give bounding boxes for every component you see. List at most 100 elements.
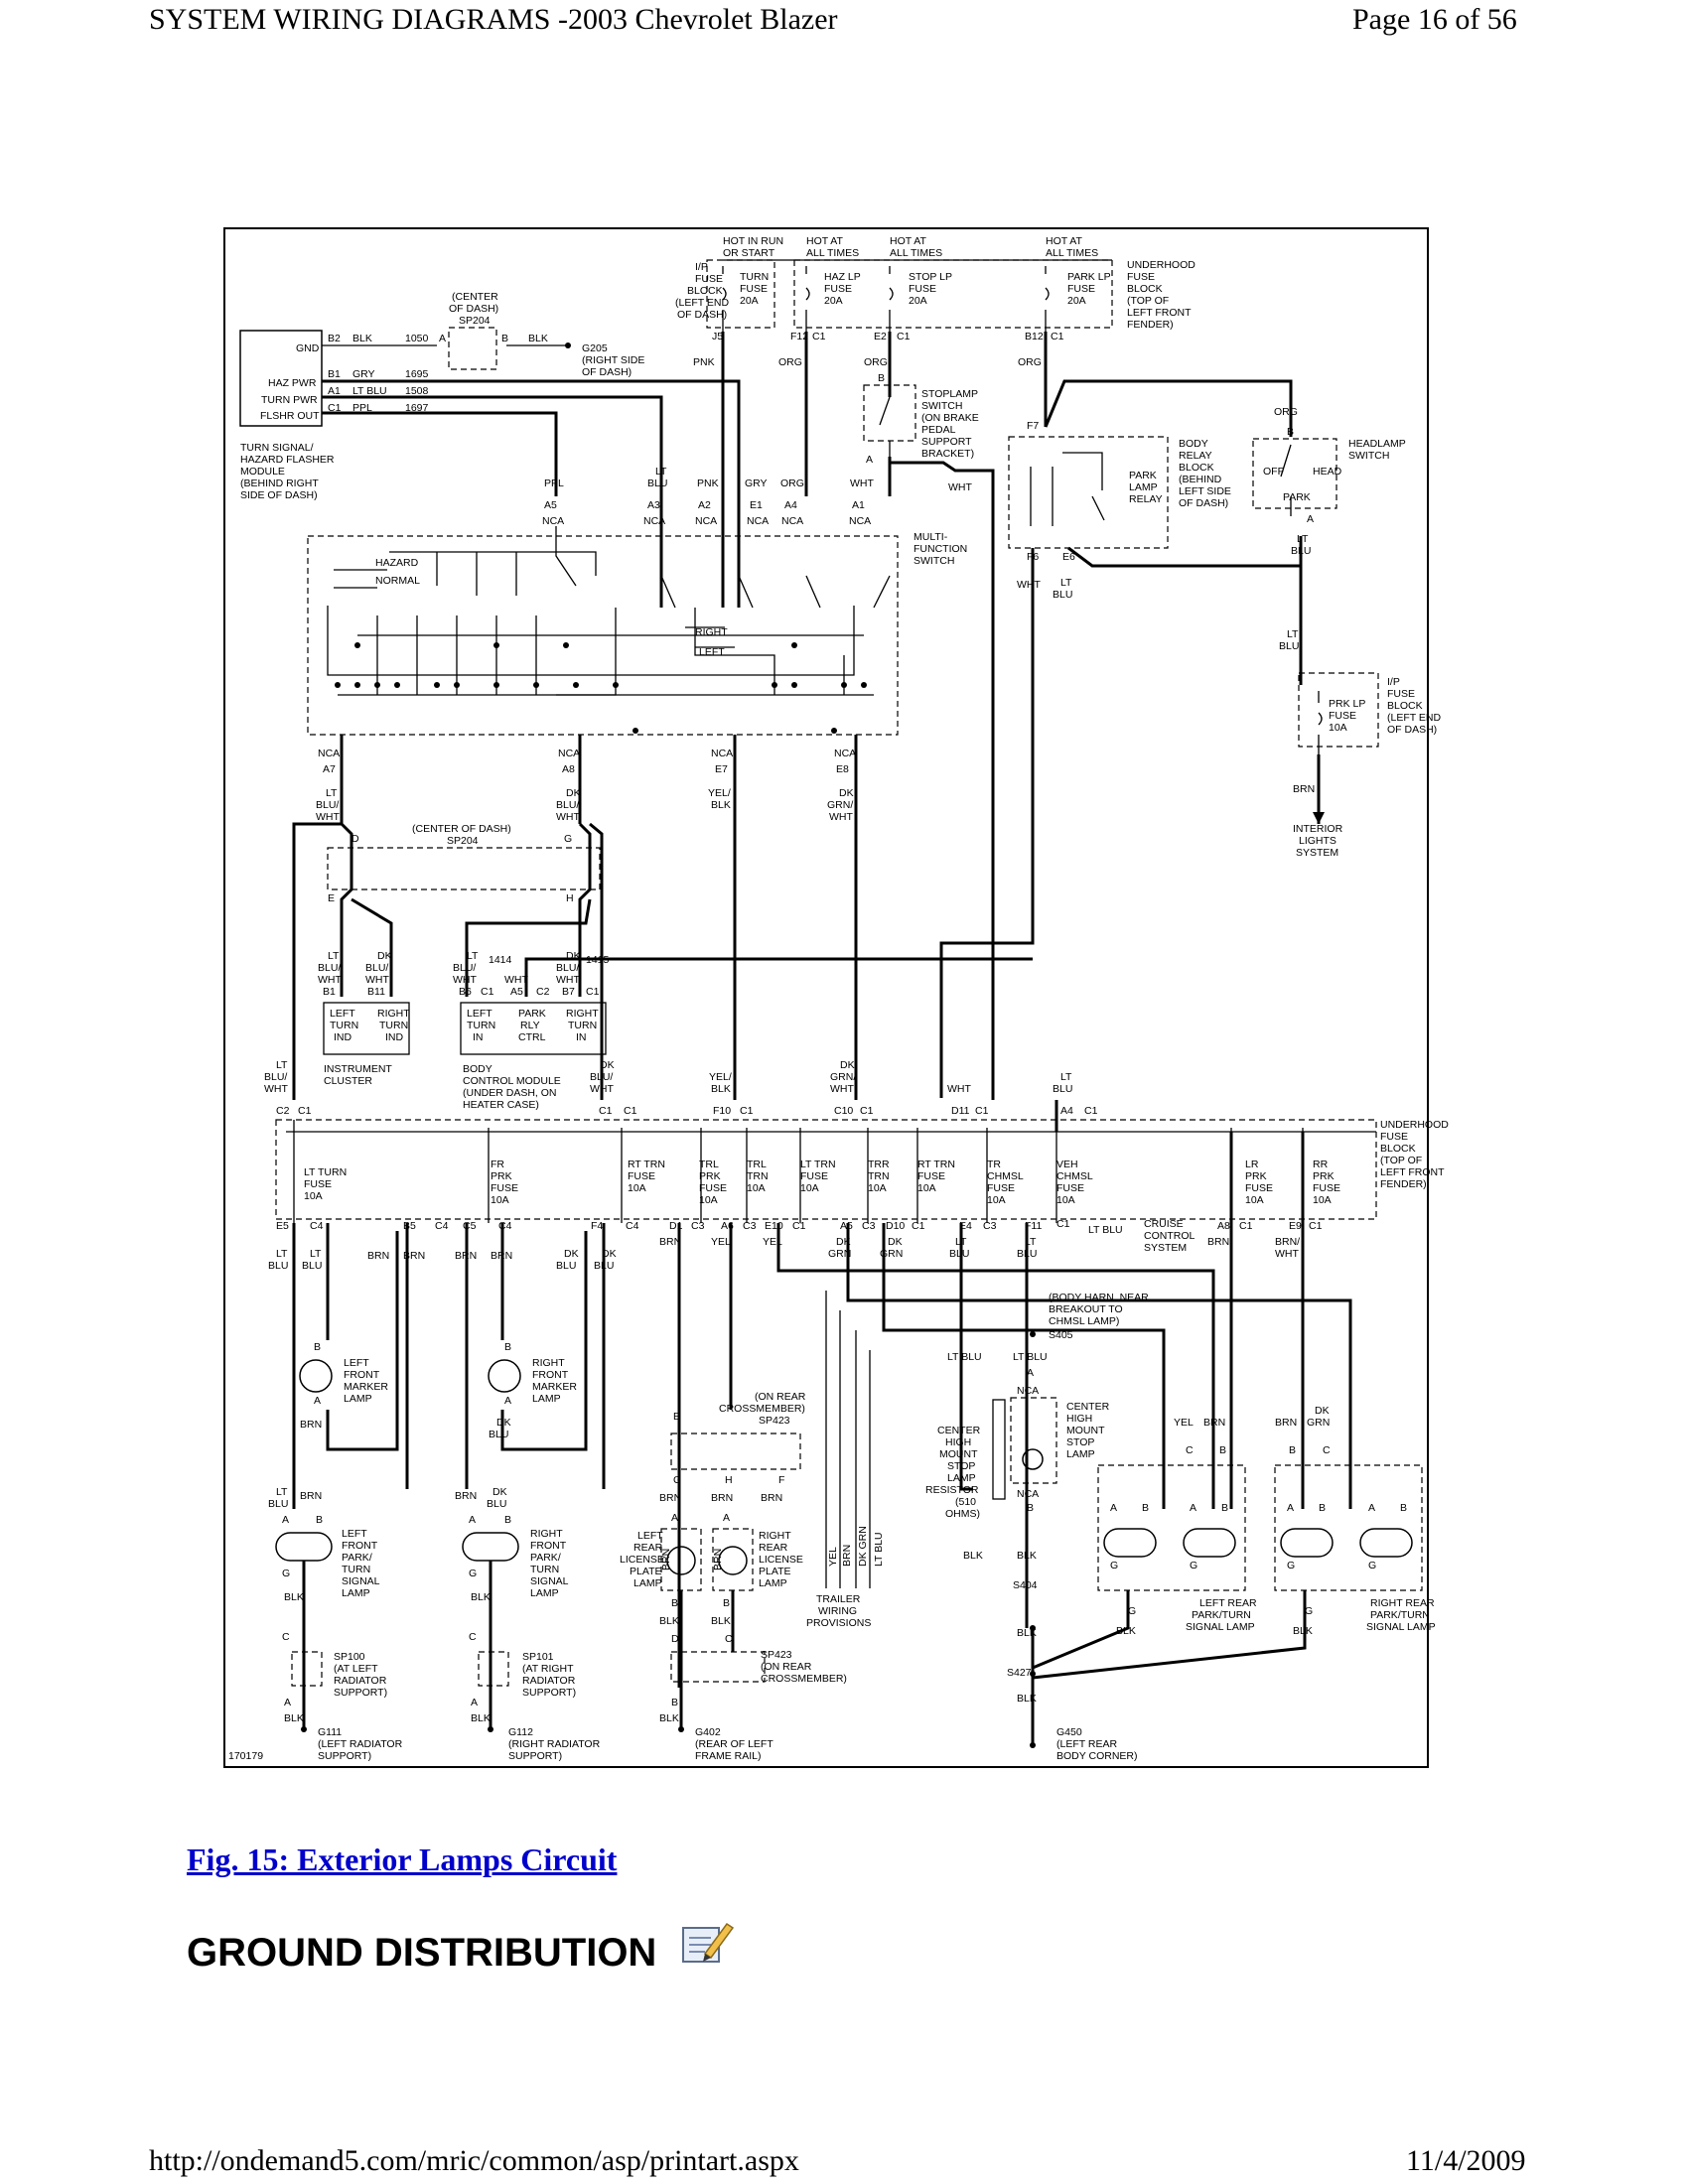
diagram-label: G (469, 1568, 477, 1579)
diagram-label: FUSE (1387, 688, 1415, 700)
diagram-label: 10A (1245, 1194, 1264, 1206)
diagram-label: WHT (556, 974, 580, 986)
diagram-label: BLK (471, 1591, 491, 1603)
diagram-label: A (469, 1514, 476, 1526)
diagram-label: G (1110, 1560, 1118, 1571)
diagram-label: 1414 (489, 954, 512, 966)
diagram-label: WHT (318, 974, 342, 986)
diagram-label: E2 (874, 331, 887, 342)
diagram-label: E10 (765, 1220, 783, 1232)
diagram-label: J5 (712, 331, 723, 342)
diagram-label: E6 (1062, 551, 1075, 563)
diagram-label: BLU (1053, 589, 1072, 601)
diagram-label: FENDER) (1380, 1178, 1427, 1190)
diagram-label: RELAY (1129, 493, 1163, 505)
diagram-label: A4 (1060, 1105, 1073, 1117)
diagram-label: TURN (467, 1020, 495, 1031)
diagram-label: I/P (1387, 676, 1400, 688)
diagram-label: NCA (1017, 1385, 1039, 1397)
diagram-label: C1 (624, 1105, 637, 1117)
diagram-label: BRN (711, 1492, 733, 1504)
diagram-label: TRR (868, 1159, 890, 1170)
diagram-label: B (316, 1514, 323, 1526)
diagram-label: G111 (318, 1726, 342, 1738)
diagram-label: PARK (1129, 470, 1157, 481)
diagram-label: E1 (750, 499, 763, 511)
diagram-label: C1 (599, 1105, 613, 1117)
diagram-label: B (501, 333, 508, 344)
diagram-label: D11 (951, 1105, 970, 1117)
diagram-label: G (282, 1568, 290, 1579)
diagram-label: WHT (556, 811, 580, 823)
diagram-label: (UNDER DASH, ON (463, 1087, 557, 1099)
diagram-label: PEDAL (921, 424, 956, 436)
diagram-label: TURN (740, 271, 769, 283)
diagram-label: BLK (711, 1083, 731, 1095)
diagram-label: B (1400, 1502, 1407, 1514)
diagram-label: NCA (643, 515, 665, 527)
diagram-label: DK (566, 950, 581, 962)
diagram-label: 10A (747, 1182, 766, 1194)
diagram-label: OF DASH) (449, 303, 498, 315)
diagram-label: MULTI- (914, 531, 948, 543)
diagram-label: PNK (693, 356, 715, 368)
diagram-label: DK (566, 787, 581, 799)
diagram-label: A (314, 1395, 321, 1407)
diagram-label: A3 (647, 499, 660, 511)
diagram-label: MODULE (240, 466, 285, 478)
center-high-mount-stop-lamp (1010, 1397, 1057, 1484)
diagram-label: BLU/ (556, 799, 579, 811)
diagram-label: G205 (582, 342, 608, 354)
diagram-label: CHMSL LAMP) (1049, 1315, 1119, 1327)
diagram-label: RT TRN (628, 1159, 665, 1170)
diagram-label: S427 (1007, 1667, 1032, 1679)
diagram-label: BRN (403, 1250, 425, 1262)
diagram-label: HAZ LP (824, 271, 861, 283)
diagram-label: B (1289, 1444, 1296, 1456)
diagram-label: G (1287, 1560, 1295, 1571)
diagram-label: BLU/ (590, 1071, 613, 1083)
diagram-label: C3 (862, 1220, 876, 1232)
diagram-label: ALL TIMES (1046, 247, 1098, 259)
diagram-label: MOUNT (1066, 1425, 1105, 1436)
diagram-label: LR (1245, 1159, 1259, 1170)
diagram-label: HOT AT (806, 235, 844, 247)
figure-caption-link[interactable]: Fig. 15: Exterior Lamps Circuit (187, 1842, 618, 1877)
diagram-label: C4 (310, 1220, 324, 1232)
diagram-label: FUSE (909, 283, 936, 295)
diagram-label: HOT AT (890, 235, 927, 247)
diagram-label: 10A (1056, 1194, 1075, 1206)
diagram-label: G112 (508, 1726, 533, 1738)
splice-sp204 (327, 847, 601, 890)
diagram-label: B1 (323, 986, 336, 998)
diagram-label: A (671, 1512, 678, 1524)
diagram-label: DK (836, 1236, 851, 1248)
diagram-label: C (469, 1631, 477, 1643)
diagram-label: FUSE (1329, 710, 1356, 722)
diagram-label: BLOCK (687, 285, 723, 297)
diagram-label: NCA (318, 748, 340, 759)
diagram-label: A (1368, 1502, 1375, 1514)
diagram-label: BLOCK (1127, 283, 1163, 295)
diagram-label: LT (310, 1248, 322, 1260)
edit-note-icon[interactable] (679, 1918, 735, 1968)
diagram-label: RIGHT (695, 626, 728, 638)
diagram-label: LT (1060, 577, 1072, 589)
diagram-label: BRN (659, 1236, 681, 1248)
diagram-label: C (1186, 1444, 1194, 1456)
diagram-label: ORG (864, 356, 888, 368)
underhood-fuse-block-bottom (275, 1119, 1377, 1220)
diagram-label: C4 (498, 1220, 512, 1232)
diagram-label: F12 (790, 331, 808, 342)
diagram-label: (TOP OF (1380, 1155, 1422, 1166)
diagram-label: FUSE (1380, 1131, 1408, 1143)
diagram-label: D (671, 1633, 679, 1645)
diagram-label: LEFT REAR (1199, 1597, 1257, 1609)
diagram-label: B (504, 1341, 511, 1353)
diagram-label: BLK (284, 1591, 304, 1603)
diagram-label: B (1287, 426, 1294, 438)
diagram-label: HOT IN RUN (723, 235, 783, 247)
diagram-label: BODY (1179, 438, 1208, 450)
